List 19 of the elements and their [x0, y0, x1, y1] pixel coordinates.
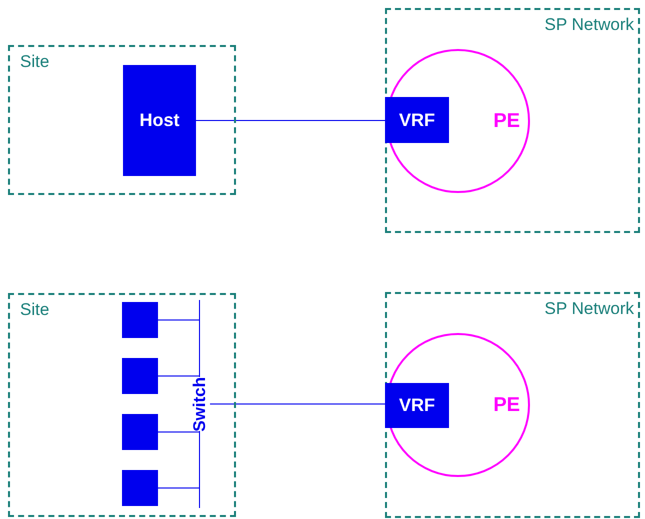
host-box: Host — [123, 65, 196, 176]
pe-label: PE — [493, 393, 520, 418]
vrf-box: VRF — [385, 383, 449, 428]
dashed-boundary — [385, 8, 640, 233]
dashed-boundary — [8, 45, 236, 195]
device-box — [122, 414, 158, 450]
device-box — [122, 358, 158, 394]
device-box — [122, 302, 158, 338]
pe-label: PE — [493, 109, 520, 134]
dashed-boundary — [8, 293, 236, 517]
boundary-label: Site — [20, 51, 50, 72]
boundary-label: Site — [20, 299, 50, 320]
boundary-label: SP Network — [544, 298, 634, 320]
switch-bus: Switch — [188, 300, 210, 508]
link-line — [196, 120, 386, 121]
device-box — [122, 470, 158, 506]
boundary-label: SP Network — [544, 14, 634, 36]
dashed-boundary — [385, 292, 640, 518]
vrf-box: VRF — [385, 97, 449, 143]
